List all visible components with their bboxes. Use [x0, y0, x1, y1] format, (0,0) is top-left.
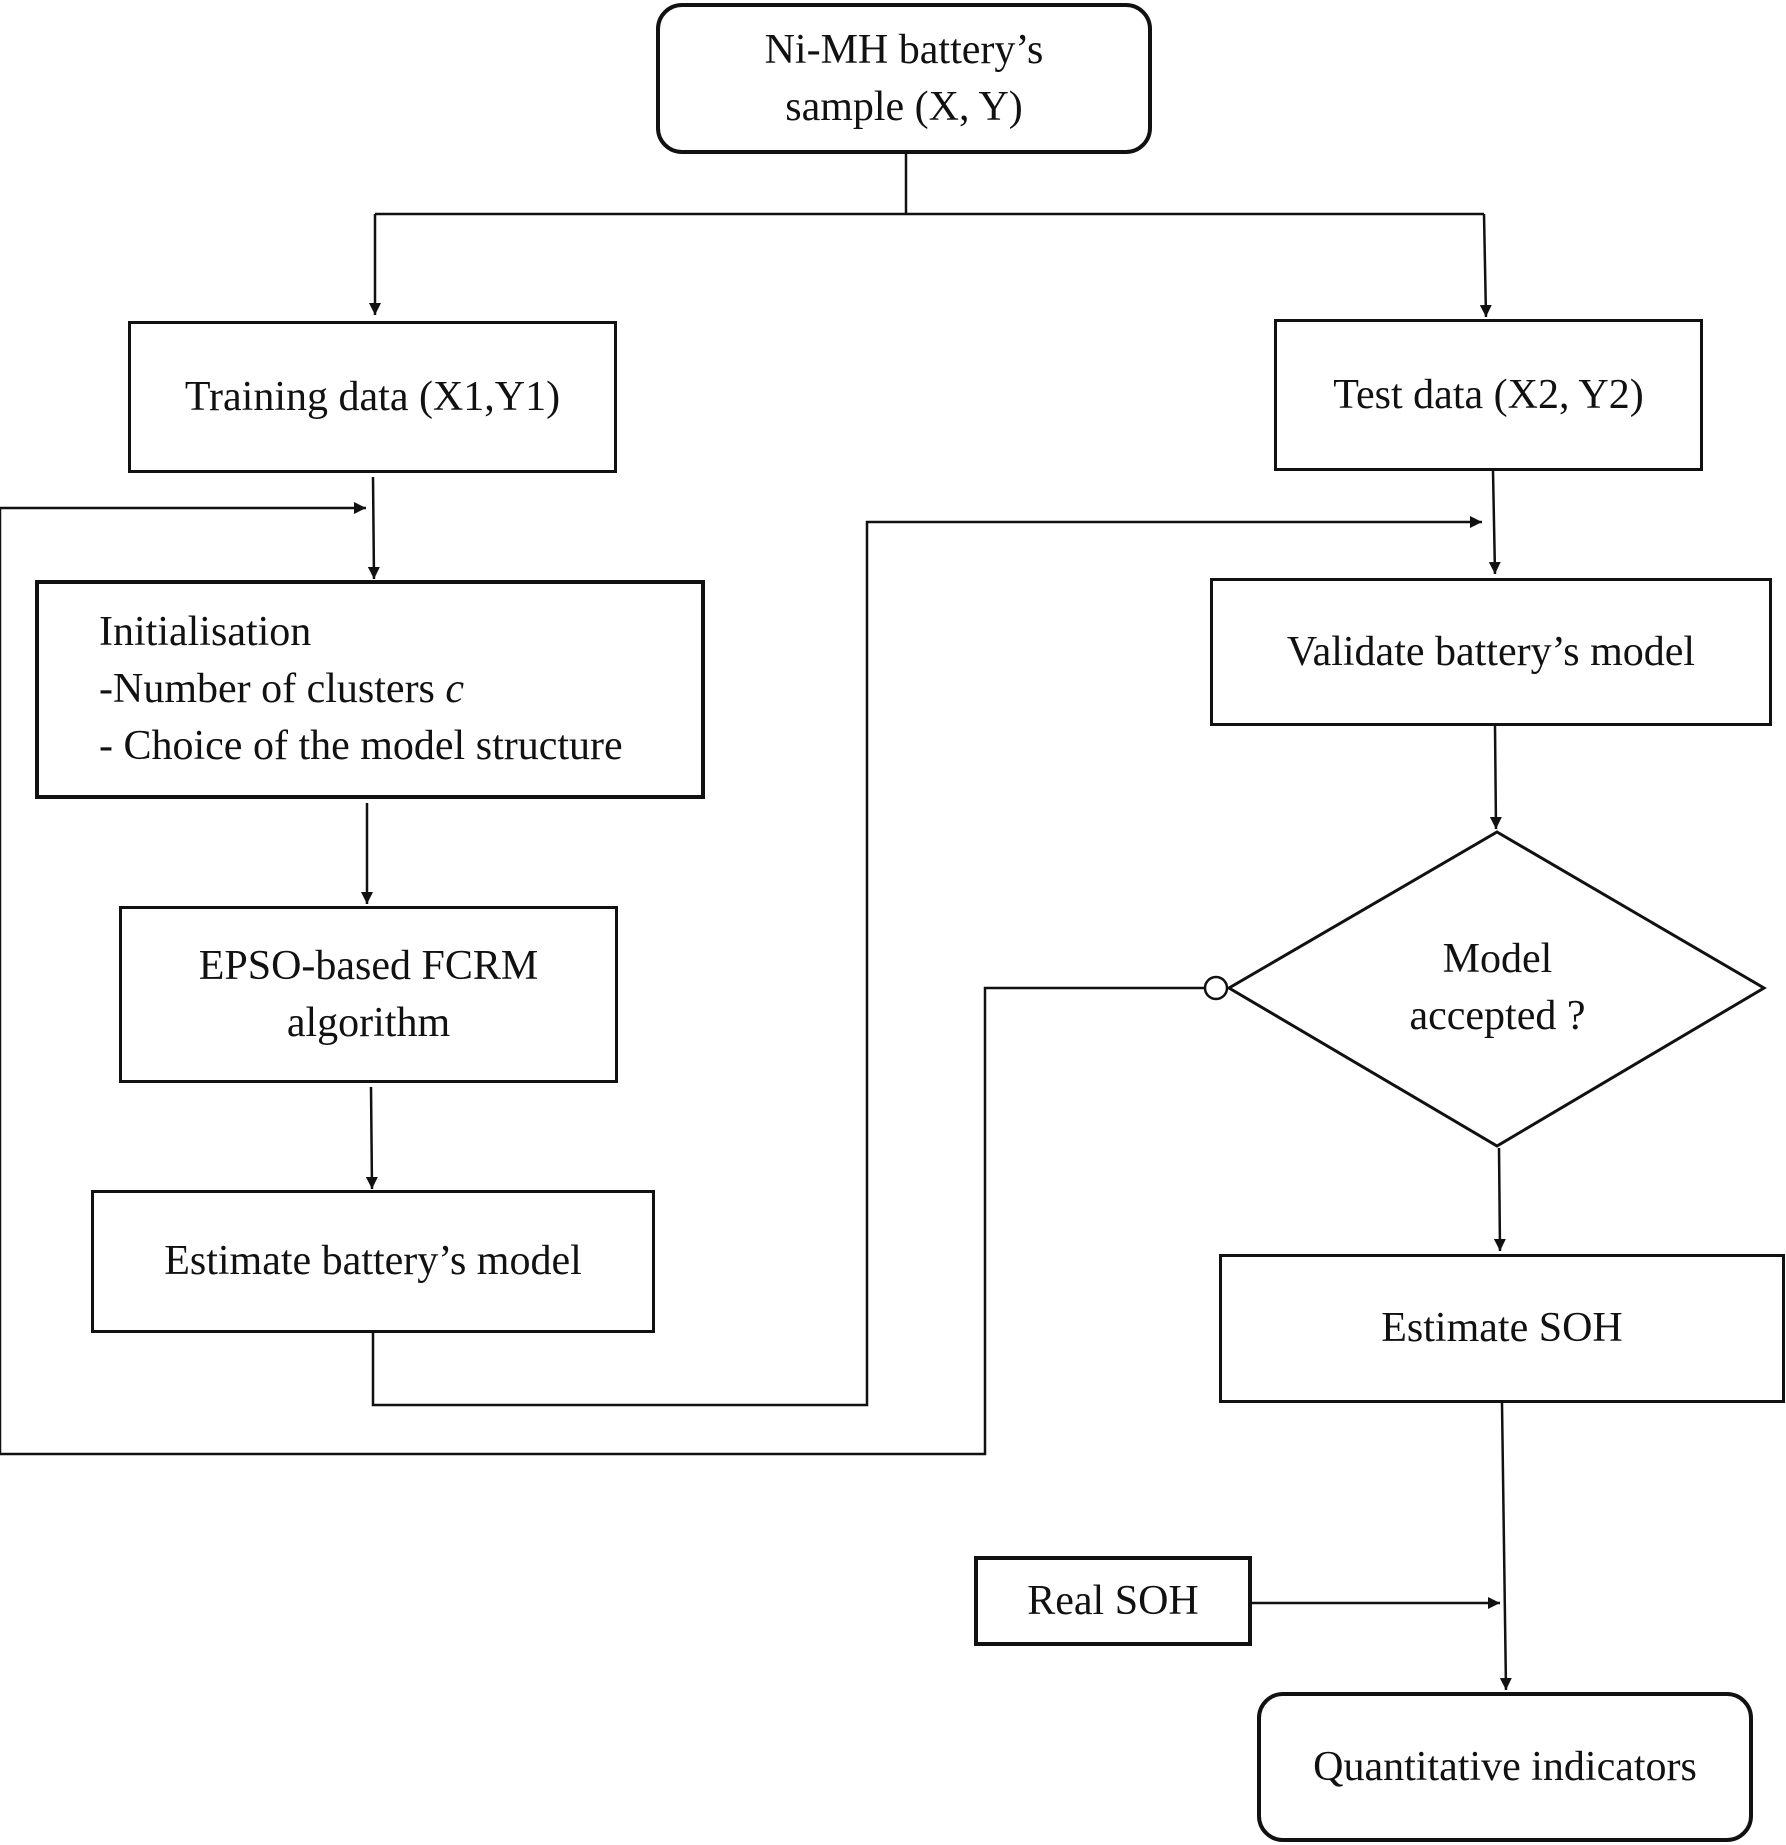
arrow-to-test: [1479, 213, 1492, 318]
epso-line-1: EPSO-based FCRM: [198, 942, 539, 989]
node-quantitative-indicators: Quantitative indicators: [1257, 1692, 1753, 1842]
epso-line-2: algorithm: [286, 999, 451, 1046]
init-line-1: Initialisation: [99, 609, 312, 656]
node-estimate-model: Estimate battery’s model: [91, 1190, 655, 1333]
validate-label: Validate battery’s model: [1286, 628, 1696, 675]
node-sample: Ni-MH battery’s sample (X, Y): [656, 3, 1152, 154]
arrow-epso-estimate: [365, 1086, 378, 1190]
sample-line-2: sample (X, Y): [785, 83, 1023, 130]
init-line-2-text: -Number of clusters: [99, 666, 446, 713]
indicators-label: Quantitative indicators: [1313, 1743, 1697, 1790]
training-label: Training data (X1,Y1): [184, 373, 561, 420]
node-epso-fcrm: EPSO-based FCRM algorithm: [119, 906, 618, 1083]
reject-port-circle: [1203, 975, 1229, 1001]
decision-line-2: accepted ?: [1409, 993, 1586, 1039]
arrow-training-init: [367, 476, 380, 580]
node-initialisation: Initialisation -Number of clusters c - C…: [35, 580, 705, 799]
node-real-soh: Real SOH: [974, 1556, 1252, 1646]
node-estimate-soh: Estimate SOH: [1219, 1254, 1785, 1403]
loop-reject-line: [0, 502, 1217, 1456]
node-training-data: Training data (X1,Y1): [128, 321, 617, 473]
real-soh-label: Real SOH: [1027, 1577, 1199, 1624]
node-test-data: Test data (X2, Y2): [1274, 319, 1703, 471]
sample-line-1: Ni-MH battery’s: [764, 26, 1044, 73]
init-line-2-variable: c: [445, 666, 465, 713]
init-line-2: -Number of clusters c: [99, 661, 464, 718]
node-validate-model: Validate battery’s model: [1210, 578, 1772, 726]
estimate-model-label: Estimate battery’s model: [164, 1238, 582, 1285]
init-line-3: - Choice of the model structure: [99, 722, 623, 769]
connector-estimate-validate: [371, 516, 1482, 1407]
arrow-test-validate: [1488, 470, 1501, 575]
decision-diamond: [1226, 830, 1767, 1148]
arrow-decision-soh: [1493, 1147, 1506, 1252]
decision-label: Model accepted ?: [1330, 920, 1665, 1056]
test-label: Test data (X2, Y2): [1333, 371, 1644, 418]
estimate-soh-label: Estimate SOH: [1381, 1305, 1623, 1352]
arrow-validate-decision: [1489, 725, 1502, 830]
arrow-soh-indicators: [1499, 1402, 1512, 1691]
decision-line-1: Model: [1442, 936, 1553, 983]
